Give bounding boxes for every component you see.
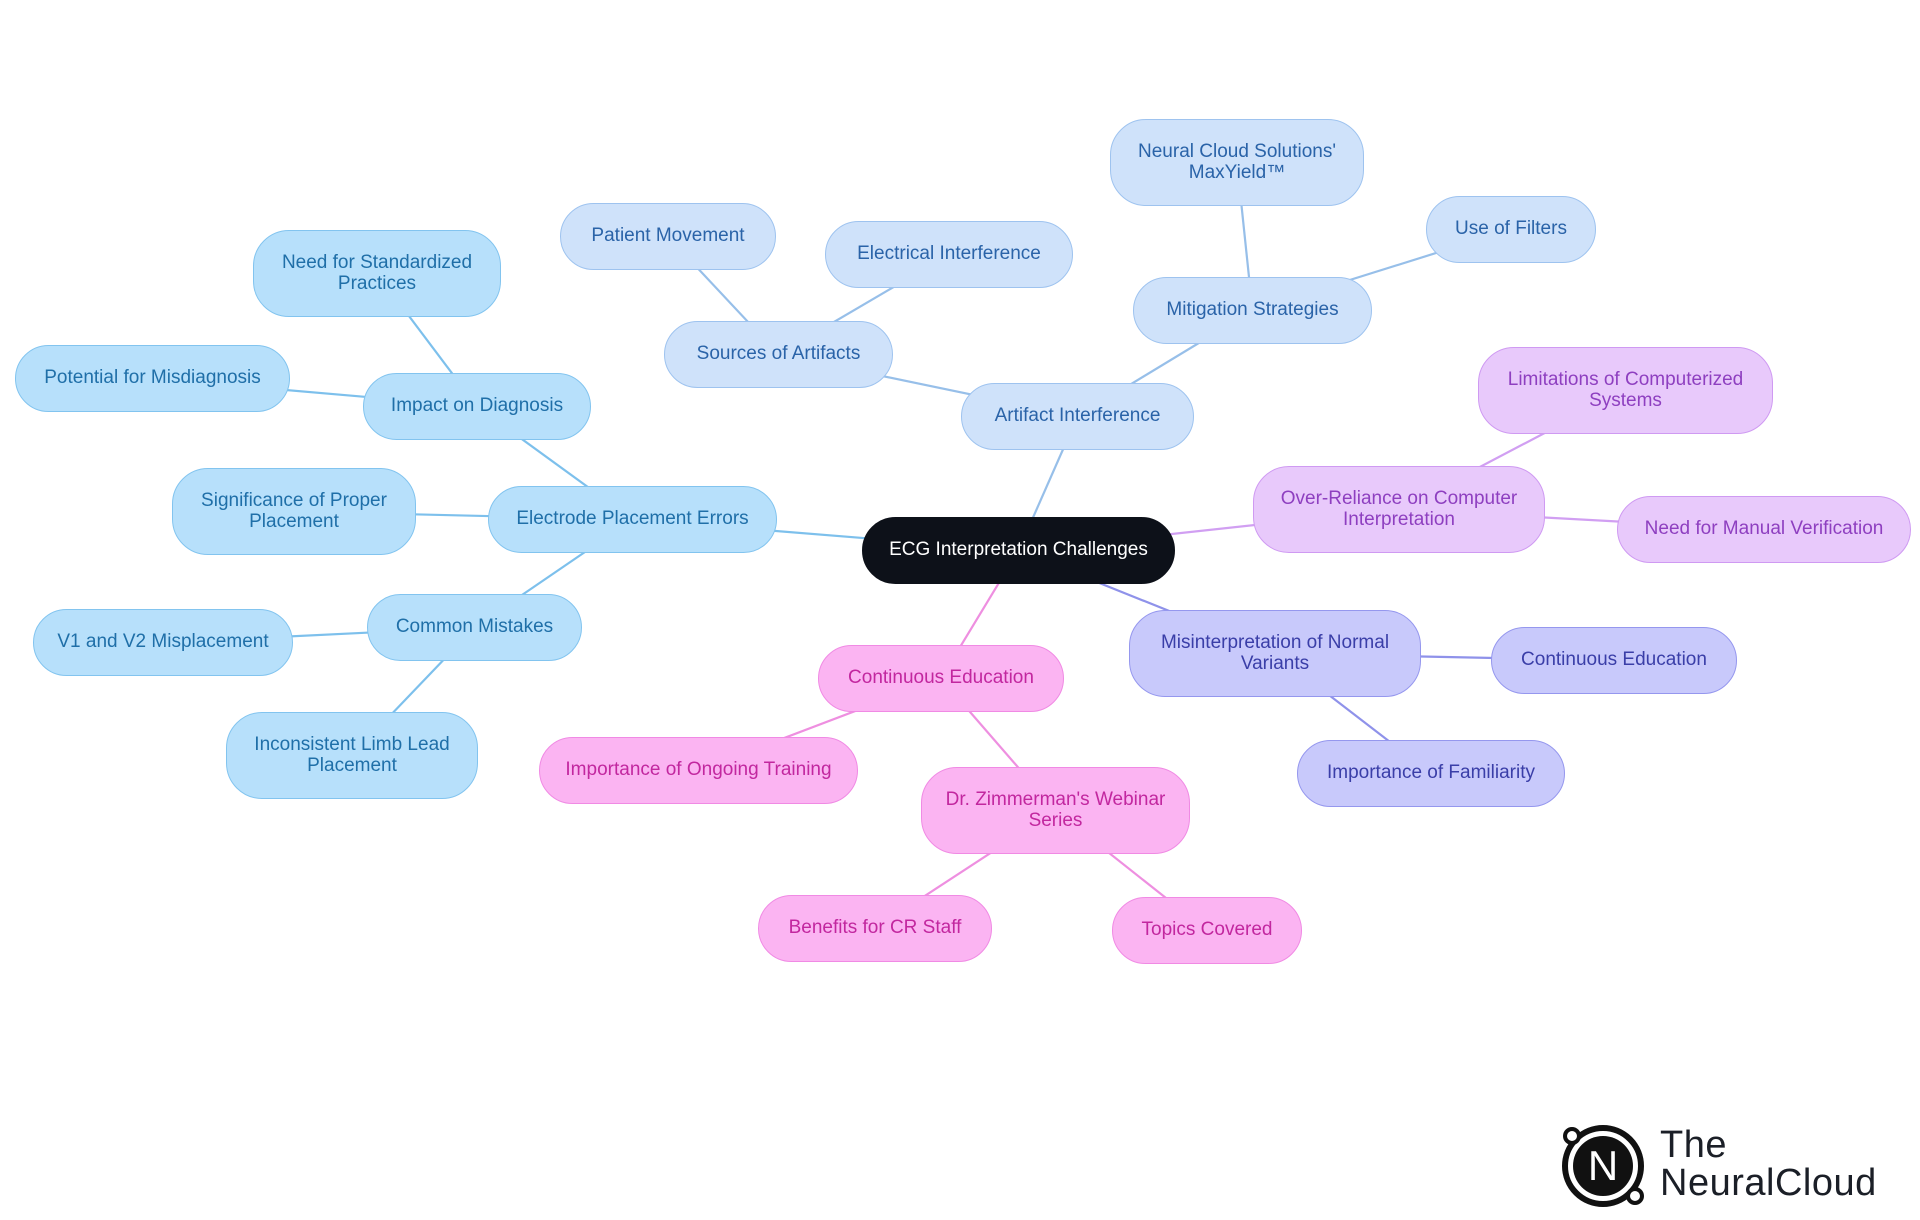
node-label: Neural Cloud Solutions' MaxYield™ (1138, 140, 1336, 183)
node-patient[interactable]: Patient Movement (560, 203, 776, 270)
node-impact[interactable]: Impact on Diagnosis (363, 373, 591, 440)
node-ongoing[interactable]: Importance of Ongoing Training (539, 737, 858, 804)
node-label: Use of Filters (1455, 218, 1567, 240)
neuralcloud-logo: N The NeuralCloud (1555, 1118, 1895, 1208)
node-standard[interactable]: Need for Standardized Practices (253, 230, 501, 317)
node-label: Over-Reliance on Computer Interpretation (1280, 487, 1518, 530)
node-misdiag[interactable]: Potential for Misdiagnosis (15, 345, 290, 412)
node-mitigation[interactable]: Mitigation Strategies (1133, 277, 1372, 344)
node-signif[interactable]: Significance of Proper Placement (172, 468, 416, 555)
node-label: V1 and V2 Misplacement (57, 631, 269, 653)
node-label: Common Mistakes (395, 616, 554, 638)
svg-text:N: N (1588, 1142, 1618, 1189)
logo-text-the: The (1660, 1124, 1727, 1166)
node-webinar[interactable]: Dr. Zimmerman's Webinar Series (921, 767, 1190, 854)
node-limitations[interactable]: Limitations of Computerized Systems (1478, 347, 1773, 434)
node-label: Limitations of Computerized Systems (1507, 368, 1744, 411)
node-filters[interactable]: Use of Filters (1426, 196, 1596, 263)
node-variants[interactable]: Misinterpretation of Normal Variants (1129, 610, 1421, 697)
node-conted[interactable]: Continuous Education (818, 645, 1064, 712)
node-label: Electrical Interference (857, 243, 1041, 265)
node-label: Mitigation Strategies (1166, 299, 1339, 321)
node-mistakes[interactable]: Common Mistakes (367, 594, 582, 661)
node-maxyield[interactable]: Neural Cloud Solutions' MaxYield™ (1110, 119, 1364, 206)
node-limb[interactable]: Inconsistent Limb Lead Placement (226, 712, 478, 799)
node-artifact[interactable]: Artifact Interference (961, 383, 1194, 450)
node-sources[interactable]: Sources of Artifacts (664, 321, 893, 388)
node-label: Potential for Misdiagnosis (44, 367, 261, 389)
node-label: Artifact Interference (994, 405, 1161, 427)
node-label: Electrode Placement Errors (516, 508, 749, 530)
node-label: Sources of Artifacts (696, 343, 861, 365)
node-label: Need for Manual Verification (1644, 518, 1884, 540)
node-label: Importance of Familiarity (1326, 762, 1535, 784)
node-electrode[interactable]: Electrode Placement Errors (488, 486, 777, 553)
node-label: Impact on Diagnosis (390, 395, 564, 417)
node-overreliance[interactable]: Over-Reliance on Computer Interpretation (1253, 466, 1545, 553)
node-label: Need for Standardized Practices (281, 251, 473, 294)
neuralcloud-logo-icon: N (1562, 1125, 1644, 1207)
node-label: Continuous Education (1521, 649, 1707, 671)
node-label: Significance of Proper Placement (201, 489, 387, 532)
node-label: Topics Covered (1141, 919, 1273, 941)
node-conted2[interactable]: Continuous Education (1491, 627, 1737, 694)
node-benefits[interactable]: Benefits for CR Staff (758, 895, 992, 962)
root-node[interactable]: ECG Interpretation Challenges (862, 517, 1175, 584)
node-electrical[interactable]: Electrical Interference (825, 221, 1073, 288)
node-label: Continuous Education (848, 667, 1034, 689)
node-label: Benefits for CR Staff (788, 917, 962, 939)
node-manual[interactable]: Need for Manual Verification (1617, 496, 1911, 563)
node-label: Misinterpretation of Normal Variants (1160, 631, 1390, 674)
node-label: Inconsistent Limb Lead Placement (254, 733, 450, 776)
node-v1v2[interactable]: V1 and V2 Misplacement (33, 609, 293, 676)
node-label: Importance of Ongoing Training (565, 759, 832, 781)
node-label: ECG Interpretation Challenges (889, 539, 1148, 561)
node-familiarity[interactable]: Importance of Familiarity (1297, 740, 1565, 807)
node-label: Dr. Zimmerman's Webinar Series (945, 788, 1166, 831)
logo-text-neuralcloud: NeuralCloud (1660, 1162, 1877, 1204)
node-label: Patient Movement (591, 225, 745, 247)
node-topics[interactable]: Topics Covered (1112, 897, 1302, 964)
